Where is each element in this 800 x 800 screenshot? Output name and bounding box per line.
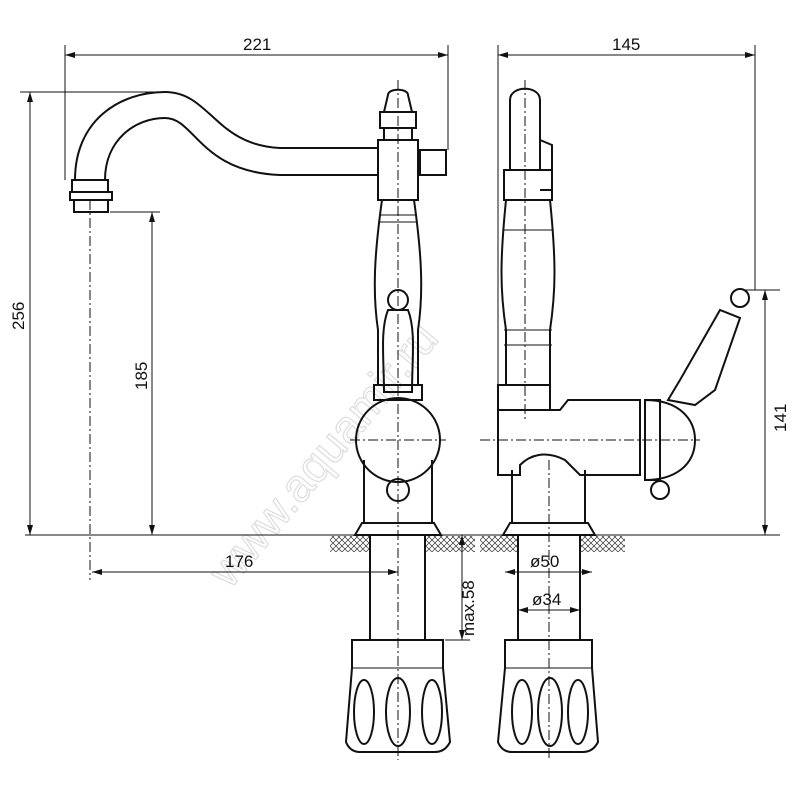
countertop <box>25 534 780 552</box>
front-view <box>69 80 452 760</box>
dim-176: 176 <box>225 552 253 571</box>
dim-256-label: 256 <box>9 302 28 330</box>
side-view <box>480 80 750 760</box>
dim-d50: ø50 <box>530 552 559 571</box>
dim-141: 141 <box>771 404 790 432</box>
dim-d34: ø34 <box>532 590 561 609</box>
dim-185: 185 <box>132 362 151 390</box>
dim-max-58: max.58 <box>459 580 478 636</box>
dimension-lines <box>20 45 780 641</box>
dim-221: 221 <box>243 35 271 54</box>
dim-145: 145 <box>612 35 640 54</box>
